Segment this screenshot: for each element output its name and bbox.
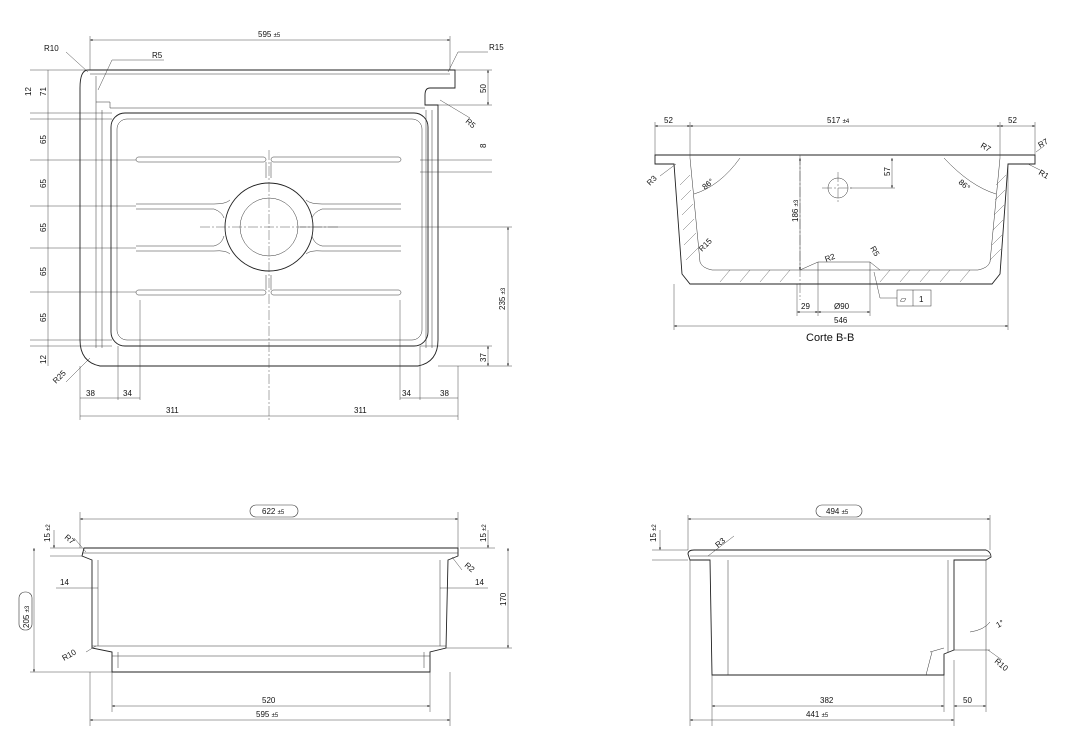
plan-r10-label: R10 [44,44,59,53]
svg-text:382: 382 [820,696,834,705]
svg-text:186 ±3: 186 ±3 [791,199,800,222]
plan-bottom-dims: 38 34 311 311 34 38 [79,300,459,420]
svg-text:71: 71 [39,87,48,96]
side-view: 494 ±5 15 ±2 R3 1° R10 382 50 441 ±5 [649,504,1010,726]
front-view: 622 ±5 15 ±2 15 ±2 R7 R2 R10 14 14 205 ±… [18,504,512,726]
front-outline [81,547,459,673]
svg-text:311: 311 [354,406,367,415]
svg-text:86°: 86° [957,178,972,193]
svg-text:15 ±2: 15 ±2 [649,524,658,542]
svg-text:R3: R3 [645,173,659,187]
svg-text:622 ±5: 622 ±5 [262,507,285,516]
svg-text:441 ±5: 441 ±5 [806,710,829,719]
svg-text:R7: R7 [979,141,993,154]
svg-text:38: 38 [86,389,95,398]
svg-text:65: 65 [39,267,48,276]
svg-text:8: 8 [479,143,488,148]
section-drain [799,261,881,284]
svg-text:520: 520 [262,696,276,705]
svg-text:86°: 86° [701,177,716,192]
plan-r25-label: R25 [51,368,68,385]
svg-text:29: 29 [801,302,810,311]
section-view: 86° 86° 52 517 ±4 52 R3 R7 R7 R1 R15 R2 … [645,116,1051,344]
plan-basin-inner [116,118,423,341]
svg-text:R3: R3 [714,536,728,550]
svg-text:1: 1 [919,295,924,304]
svg-text:34: 34 [402,389,411,398]
section-caption: Corte B-B [806,332,854,344]
plan-width-label: 595 ±5 [258,30,281,39]
svg-text:R1: R1 [1037,168,1051,181]
svg-text:65: 65 [39,135,48,144]
svg-text:R10: R10 [61,647,79,662]
svg-text:170: 170 [499,592,508,606]
svg-text:R2: R2 [463,561,477,575]
section-outline [654,154,1036,285]
svg-text:52: 52 [664,116,673,125]
side-outline [687,549,992,676]
svg-text:52: 52 [1008,116,1017,125]
plan-outline [79,69,456,367]
front-top-width-pill [249,504,299,518]
svg-text:494 ±5: 494 ±5 [826,507,849,516]
svg-text:50: 50 [963,696,972,705]
svg-text:Ø90: Ø90 [834,302,850,311]
section-angle-arc-right [943,157,997,195]
svg-text:12: 12 [24,87,33,96]
plan-left-dims: 12 71 65 65 65 65 65 12 [24,69,136,366]
plan-ribs [135,156,402,296]
svg-text:R10: R10 [993,657,1010,674]
side-top-width-pill [815,504,863,518]
svg-text:205 ±3: 205 ±3 [22,605,31,628]
svg-text:⏥: ⏥ [900,295,907,304]
svg-text:595 ±5: 595 ±5 [256,710,279,719]
svg-text:38: 38 [440,389,449,398]
svg-text:50: 50 [479,84,488,93]
svg-text:546: 546 [834,316,848,325]
svg-text:15 ±2: 15 ±2 [479,524,488,542]
plan-r5b-label: R5 [464,117,478,131]
svg-text:R7: R7 [63,533,77,547]
flatness-frame [896,289,932,307]
svg-text:65: 65 [39,179,48,188]
svg-text:65: 65 [39,223,48,232]
plan-r15-label: R15 [489,43,504,52]
svg-text:R15: R15 [697,236,714,253]
svg-text:57: 57 [883,167,892,176]
svg-text:R2: R2 [824,252,837,264]
svg-text:235 ±3: 235 ±3 [498,287,507,310]
svg-text:311: 311 [166,406,179,415]
plan-right-dims: 50 8 235 ±3 37 [300,69,512,367]
svg-text:34: 34 [123,389,132,398]
svg-text:14: 14 [475,578,484,587]
svg-text:517 ±4: 517 ±4 [827,116,850,125]
section-angle-arc-left [693,157,741,195]
svg-text:1°: 1° [995,618,1006,630]
svg-text:R7: R7 [1037,137,1051,150]
section-inner-wall [689,157,1001,271]
svg-text:37: 37 [479,353,488,362]
plan-view: 595 ±5 R10 R5 R15 R5 R25 12 71 65 [24,30,512,420]
plan-basin-outer [110,112,429,347]
plan-r5-label: R5 [152,51,163,60]
svg-text:15 ±2: 15 ±2 [43,524,52,542]
svg-text:65: 65 [39,313,48,322]
svg-text:14: 14 [60,578,69,587]
svg-text:R5: R5 [868,245,881,259]
section-hatch [679,174,1007,283]
plan-rim [90,73,450,109]
svg-text:12: 12 [39,355,48,364]
